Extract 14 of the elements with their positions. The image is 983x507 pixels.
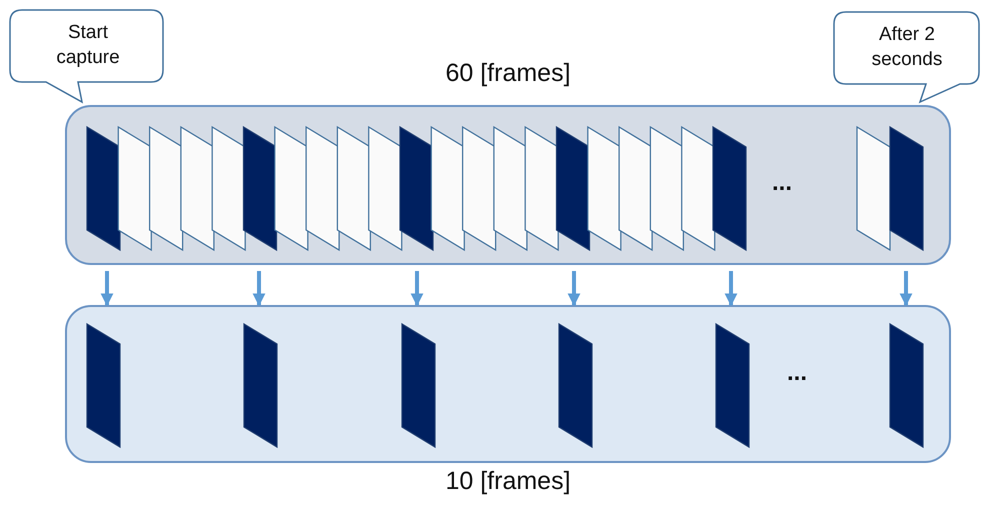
frame-count: 60 [frames]: [444, 59, 572, 88]
arrow: [568, 271, 580, 306]
arrow: [724, 271, 738, 306]
speech-bubble: [8, 8, 165, 104]
ellipsis: ...: [787, 359, 808, 387]
speech-bubble: [832, 10, 981, 104]
arrow: [900, 271, 912, 306]
arrow: [410, 271, 424, 306]
callout-text: After 2 seconds: [870, 23, 944, 72]
frame-count: 10 [frames]: [444, 467, 572, 496]
callout-text: Start capture: [55, 21, 121, 70]
arrow: [252, 271, 266, 306]
ellipsis: ...: [772, 169, 792, 197]
arrow: [100, 271, 114, 306]
